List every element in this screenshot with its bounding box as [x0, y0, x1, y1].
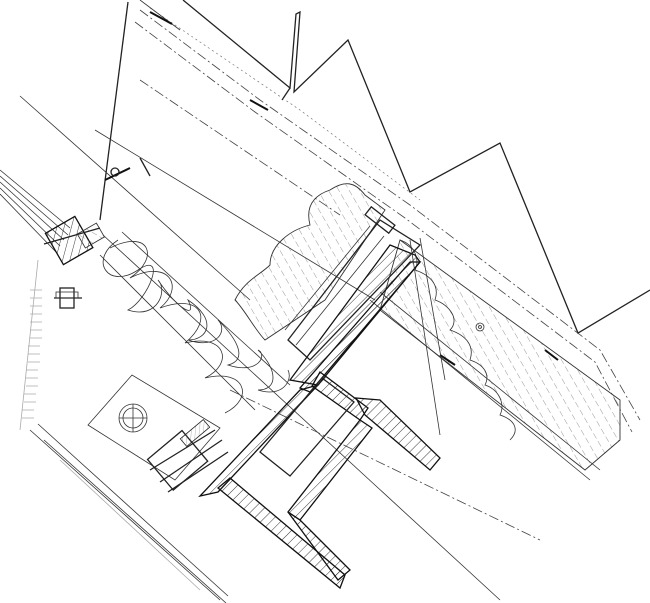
- insulation-rolls: [99, 231, 291, 414]
- upper-insulation-board: [234, 183, 386, 341]
- fin-brackets: [104, 0, 559, 366]
- steel-section: [198, 244, 441, 590]
- window-frame: [0, 169, 106, 431]
- membrane-lines: [134, 7, 641, 433]
- roof-fin-outline: [99, 0, 650, 334]
- leader-lines: [409, 237, 446, 436]
- bolt-assembly: [87, 374, 229, 493]
- cap-flashing: [284, 205, 422, 361]
- fixing-bolt: [54, 287, 82, 309]
